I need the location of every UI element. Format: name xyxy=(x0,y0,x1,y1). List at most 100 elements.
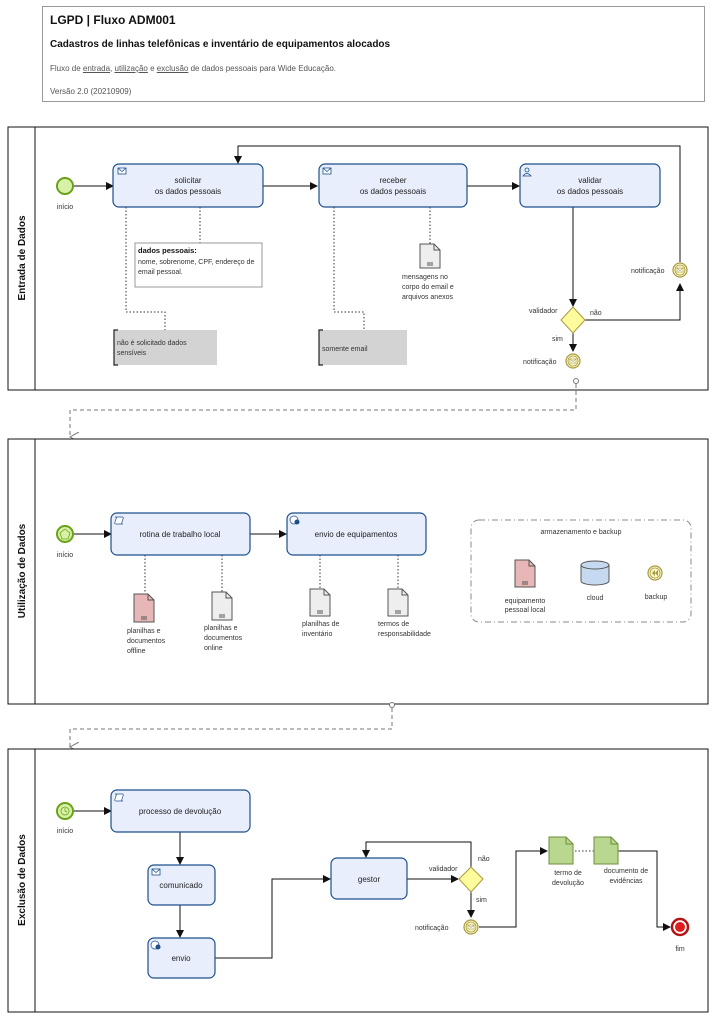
task-label: comunicado xyxy=(159,881,203,890)
backup-event: backup xyxy=(645,565,668,601)
task-validar[interactable]: validar os dados pessoais xyxy=(519,163,661,208)
lane-label-exclusao: Exclusão de Dados xyxy=(17,834,28,926)
task-label-line2: os dados pessoais xyxy=(155,187,221,196)
task-label-line2: os dados pessoais xyxy=(360,187,426,196)
start-label: início xyxy=(57,204,73,211)
envelope-icon xyxy=(676,267,684,273)
doc-label: arquivos anexos xyxy=(402,294,453,301)
event-label: notificação xyxy=(415,925,449,932)
message-flow-1-2 xyxy=(70,378,579,438)
task-label: gestor xyxy=(358,875,381,884)
task-receber[interactable]: receber os dados pessoais xyxy=(318,163,468,208)
rewind-icon xyxy=(652,570,658,576)
task-envio-equipamentos[interactable]: envio de equipamentos xyxy=(286,512,427,556)
doc-label: pessoal local xyxy=(505,607,546,614)
doc-label: planilhas e xyxy=(204,625,238,632)
task-rotina-trabalho-local[interactable]: rotina de trabalho local xyxy=(110,512,251,556)
subprocess-icon xyxy=(150,940,161,950)
associations-lane2 xyxy=(144,555,399,594)
flow-label-sim: sim xyxy=(552,336,563,343)
annotation-dados-pessoais: dados pessoais: nome, sobrenome, CPF, en… xyxy=(134,242,263,288)
task-label: processo de devolução xyxy=(139,807,222,816)
doc-label: termo de xyxy=(554,870,582,877)
backup-label: backup xyxy=(645,594,668,601)
event-notificacao-top: notificação xyxy=(631,262,688,278)
note-line: nome, sobrenome, CPF, endereço de xyxy=(138,259,254,266)
message-flow-2-3 xyxy=(70,702,395,748)
diagram-version: Versão 2.0 (20210909) xyxy=(50,87,132,96)
start-label: início xyxy=(57,552,73,559)
data-object-planilhas-online: planilhas e documentos online xyxy=(204,591,243,652)
event-notificacao: notificação xyxy=(415,919,479,935)
sequence-flows-lane3 xyxy=(74,807,671,959)
note-line: email pessoal. xyxy=(138,269,183,276)
diagram-header: LGPD | Fluxo ADM001 Cadastros de linhas … xyxy=(42,6,705,102)
gateway-validador: validador não sim xyxy=(429,856,490,904)
message-icon xyxy=(322,167,332,175)
task-label-line2: os dados pessoais xyxy=(557,187,623,196)
script-icon xyxy=(114,793,124,802)
group-armazenamento-backup: armazenamento e backup equipamento pesso… xyxy=(470,519,692,623)
event-notificacao-bottom: notificação xyxy=(523,353,581,369)
note-title: dados pessoais: xyxy=(138,246,197,255)
end-label: fim xyxy=(675,946,685,953)
desc-text: de dados pessoais para Wide Educação. xyxy=(188,64,336,73)
doc-label: planilhas e xyxy=(127,628,161,635)
doc-label: termos de xyxy=(378,621,409,628)
sequence-flows-lane1 xyxy=(74,145,684,352)
doc-label: offline xyxy=(127,648,146,655)
desc-text: Fluxo de xyxy=(50,64,83,73)
task-solicitar[interactable]: solicitar os dados pessoais xyxy=(112,163,264,208)
annotation-text: sensíveis xyxy=(117,350,147,357)
script-icon xyxy=(114,516,124,525)
cloud-database-icon: cloud xyxy=(580,560,610,602)
event-label: notificação xyxy=(523,359,557,366)
task-comunicado[interactable]: comunicado xyxy=(147,864,216,906)
doc-label: evidências xyxy=(609,878,643,885)
task-label-line1: receber xyxy=(379,176,406,185)
annotation-text: somente email xyxy=(322,346,368,353)
subprocess-icon xyxy=(289,515,300,525)
end-event: fim xyxy=(670,917,690,953)
task-envio[interactable]: envio xyxy=(147,937,216,979)
lane-label-utilizacao: Utilização de Dados xyxy=(17,523,28,618)
data-object-termo-devolucao: termo de devolução xyxy=(548,836,584,887)
start-event xyxy=(56,525,74,543)
flow-label-sim: sim xyxy=(476,897,487,904)
task-processo-devolucao[interactable]: processo de devolução xyxy=(110,789,251,833)
desc-link-utilizacao: utilização xyxy=(114,64,148,73)
task-label: envio de equipamentos xyxy=(315,530,398,539)
data-object-documento-evidencias: documento de evidências xyxy=(593,836,648,885)
task-label: rotina de trabalho local xyxy=(140,530,221,539)
start-event xyxy=(56,177,74,195)
annotation-text: não é solicitado dados xyxy=(117,340,187,347)
task-gestor[interactable]: gestor xyxy=(330,857,408,900)
task-label-line1: validar xyxy=(578,176,602,185)
doc-label: mensagens no xyxy=(402,274,448,281)
envelope-icon xyxy=(569,358,577,364)
doc-label: planilhas de xyxy=(302,621,339,628)
diagram-title: LGPD | Fluxo ADM001 xyxy=(50,13,176,27)
doc-label: corpo do email e xyxy=(402,284,454,291)
desc-text: , xyxy=(110,64,115,73)
message-icon xyxy=(151,868,161,876)
doc-label: responsabilidade xyxy=(378,631,431,638)
doc-label: devolução xyxy=(552,880,584,887)
desc-link-exclusao: exclusão xyxy=(156,64,189,73)
data-object-planilhas-inventario: planilhas de inventário xyxy=(302,588,339,638)
diagram-description: Fluxo de entrada, utilização e exclusão … xyxy=(50,64,336,73)
doc-label: equipamento xyxy=(505,598,546,605)
flow-label-nao: não xyxy=(478,856,490,863)
desc-text: e xyxy=(147,64,157,73)
data-object-termos: termos de responsabilidade xyxy=(378,588,431,638)
user-icon xyxy=(522,167,532,177)
doc-label: online xyxy=(204,645,223,652)
annotation-somente-email: somente email xyxy=(318,329,407,366)
data-object-planilhas-offline: planilhas e documentos offline xyxy=(127,593,166,655)
associations-lane1 xyxy=(125,207,431,330)
task-label: envio xyxy=(171,954,191,963)
data-object-equipamento: equipamento pessoal local xyxy=(505,559,546,614)
doc-label: documentos xyxy=(204,635,243,642)
desc-link-entrada: entrada xyxy=(82,64,111,73)
